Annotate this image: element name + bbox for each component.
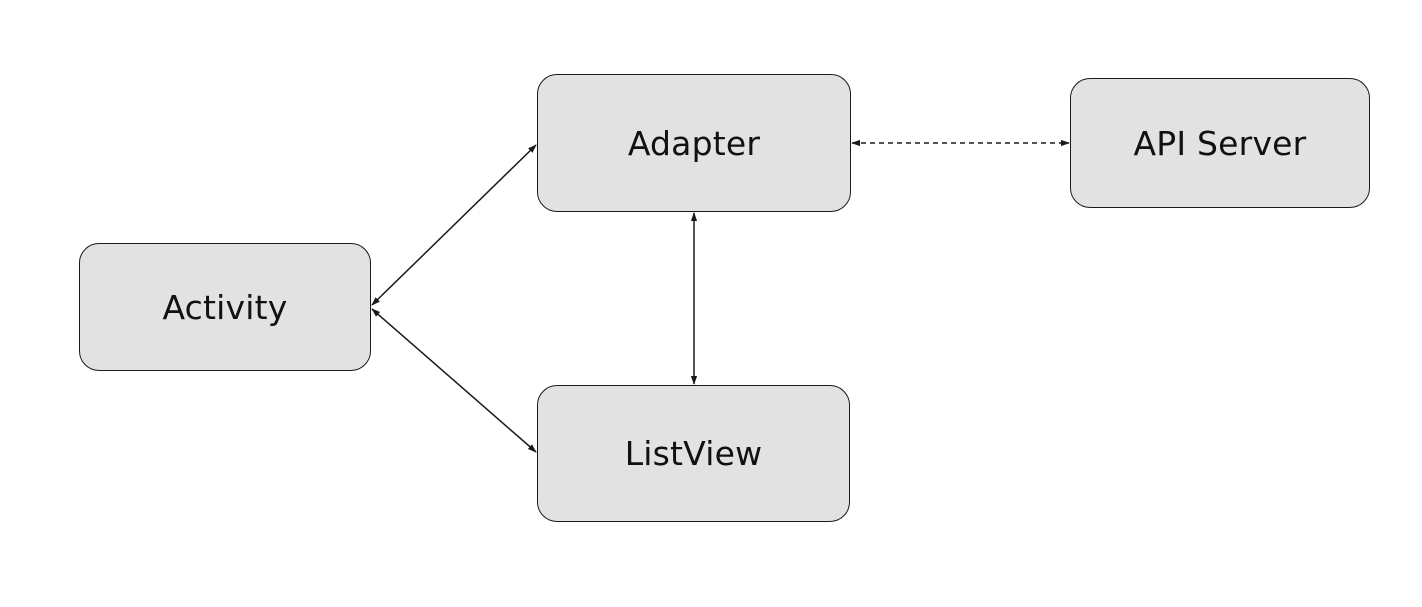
- node-adapter-label: Adapter: [627, 123, 761, 163]
- node-activity-label: Activity: [162, 287, 288, 327]
- node-api-server-label: API Server: [1133, 123, 1307, 163]
- node-listview: ListView: [537, 385, 850, 522]
- node-api-server: API Server: [1070, 78, 1370, 208]
- edge-activity-adapter: [371, 144, 537, 306]
- edge-activity-listview: [371, 308, 537, 453]
- node-adapter: Adapter: [537, 74, 851, 212]
- node-activity: Activity: [79, 243, 371, 371]
- node-listview-label: ListView: [624, 434, 763, 473]
